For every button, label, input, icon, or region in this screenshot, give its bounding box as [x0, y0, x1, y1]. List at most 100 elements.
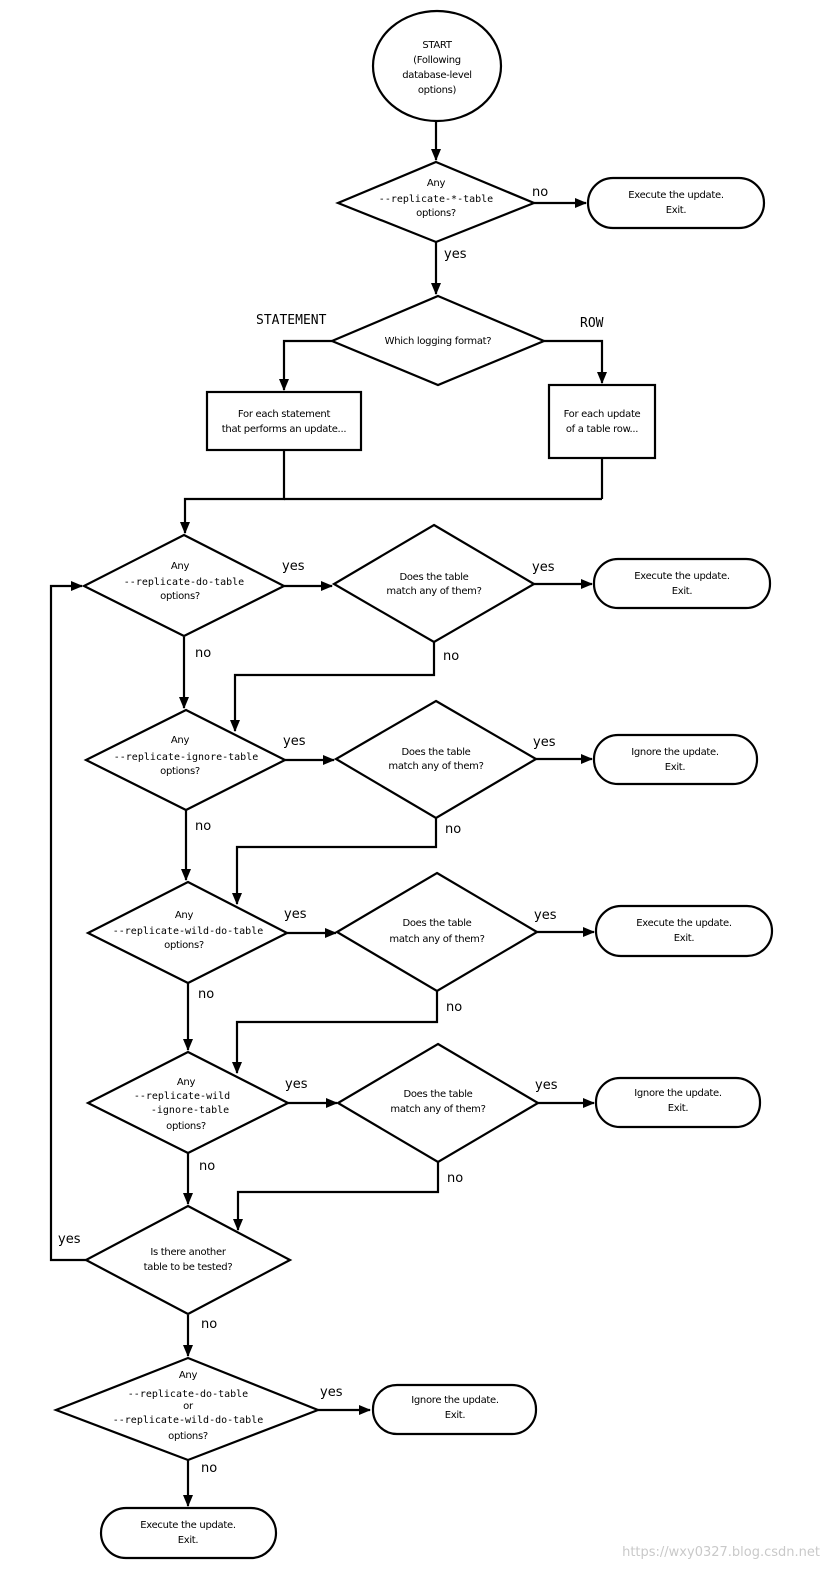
- terminal-execute-update-3: Execute the update. Exit.: [594, 904, 774, 958]
- svg-text:Exit.: Exit.: [668, 1103, 689, 1114]
- decision-any-wild-do-table: Any --replicate-wild-do-table options?: [85, 880, 290, 985]
- svg-text:Execute the update.: Execute the update.: [636, 918, 732, 929]
- svg-text:For each statement: For each statement: [238, 409, 331, 420]
- svg-text:Any: Any: [177, 1077, 196, 1088]
- svg-text:match any of them?: match any of them?: [386, 586, 481, 597]
- svg-text:options?: options?: [160, 591, 200, 602]
- svg-text:Ignore the update.: Ignore the update.: [634, 1088, 722, 1099]
- label-no: no: [199, 1159, 215, 1174]
- terminal-execute-update-2: Execute the update. Exit.: [592, 557, 772, 610]
- svg-text:--replicate-*-table: --replicate-*-table: [379, 194, 493, 205]
- svg-text:match any of them?: match any of them?: [389, 934, 484, 945]
- svg-text:Any: Any: [427, 178, 446, 189]
- label-statement: STATEMENT: [256, 313, 327, 328]
- svg-text:Exit.: Exit.: [178, 1535, 199, 1546]
- decision-match-ignore-table: Does the table match any of them?: [333, 699, 539, 820]
- connectors: [49, 122, 607, 1507]
- svg-text:options?: options?: [160, 766, 200, 777]
- label-no: no: [195, 646, 211, 661]
- label-yes: yes: [284, 907, 307, 922]
- terminal-execute-update-final: Execute the update. Exit.: [99, 1506, 278, 1560]
- svg-text:options): options): [418, 85, 457, 96]
- svg-text:Is there another: Is there another: [150, 1247, 226, 1258]
- svg-text:options?: options?: [416, 208, 456, 219]
- process-for-each-row: For each update of a table row...: [547, 383, 657, 460]
- svg-text:Does the table: Does the table: [403, 1089, 472, 1100]
- svg-text:options?: options?: [168, 1431, 208, 1442]
- label-no: no: [195, 819, 211, 834]
- svg-text:Any: Any: [171, 561, 190, 572]
- label-yes: yes: [285, 1077, 308, 1092]
- svg-text:table to be tested?: table to be tested?: [144, 1262, 233, 1273]
- svg-text:--replicate-do-table: --replicate-do-table: [124, 577, 244, 588]
- svg-text:--replicate-wild-do-table: --replicate-wild-do-table: [113, 1415, 264, 1426]
- decision-logging-format: Which logging format?: [329, 294, 547, 387]
- svg-text:options?: options?: [166, 1121, 206, 1132]
- label-no: no: [201, 1461, 217, 1476]
- label-no: no: [443, 649, 459, 664]
- svg-text:Any: Any: [175, 910, 194, 921]
- svg-text:Exit.: Exit.: [666, 205, 687, 216]
- decision-any-replicate-table: Any --replicate-*-table options?: [335, 160, 537, 244]
- label-yes: yes: [58, 1232, 81, 1247]
- label-yes: yes: [444, 247, 467, 262]
- svg-text:Exit.: Exit.: [674, 933, 695, 944]
- label-no: no: [532, 185, 548, 200]
- svg-text:Exit.: Exit.: [672, 586, 693, 597]
- decision-any-do-or-wild-do: Any --replicate-do-table or --replicate-…: [52, 1356, 322, 1462]
- svg-text:Any: Any: [171, 735, 190, 746]
- terminal-ignore-update-1: Ignore the update. Exit.: [592, 733, 759, 786]
- svg-text:match any of them?: match any of them?: [390, 1104, 485, 1115]
- decision-any-wild-ignore-table: Any --replicate-wild -ignore-table optio…: [85, 1050, 291, 1155]
- svg-text:database-level: database-level: [402, 70, 472, 81]
- label-yes: yes: [532, 560, 555, 575]
- svg-text:Does the table: Does the table: [401, 747, 470, 758]
- label-yes: yes: [320, 1385, 343, 1400]
- label-no: no: [445, 822, 461, 837]
- svg-text:Does the table: Does the table: [399, 572, 468, 583]
- svg-text:(Following: (Following: [413, 55, 461, 66]
- decision-match-wild-do-table: Does the table match any of them?: [334, 871, 540, 993]
- svg-text:Execute the update.: Execute the update.: [628, 190, 724, 201]
- svg-text:Does the table: Does the table: [402, 918, 471, 929]
- label-row: ROW: [580, 316, 604, 331]
- svg-text:Ignore the update.: Ignore the update.: [411, 1395, 499, 1406]
- decision-any-do-table: Any --replicate-do-table options?: [81, 533, 287, 638]
- svg-text:of a table row...: of a table row...: [566, 424, 638, 435]
- svg-text:Execute the update.: Execute the update.: [634, 571, 730, 582]
- svg-text:that performs an update...: that performs an update...: [222, 424, 347, 435]
- decision-any-ignore-table: Any --replicate-ignore-table options?: [83, 708, 288, 812]
- label-no: no: [198, 987, 214, 1002]
- svg-text:options?: options?: [164, 940, 204, 951]
- decision-match-wild-ignore-table: Does the table match any of them?: [335, 1042, 541, 1164]
- decision-another-table: Is there another table to be tested?: [83, 1204, 293, 1316]
- label-yes: yes: [282, 559, 305, 574]
- label-yes: yes: [535, 1078, 558, 1093]
- svg-text:START: START: [422, 40, 453, 51]
- label-no: no: [201, 1317, 217, 1332]
- svg-text:For each update: For each update: [564, 409, 641, 420]
- svg-text:--replicate-ignore-table: --replicate-ignore-table: [114, 752, 259, 763]
- svg-text:Any: Any: [179, 1370, 198, 1381]
- svg-text:match any of them?: match any of them?: [388, 761, 483, 772]
- process-for-each-statement: For each statement that performs an upda…: [205, 390, 363, 452]
- label-no: no: [446, 1000, 462, 1015]
- svg-text:or: or: [183, 1401, 194, 1412]
- terminal-ignore-update-2: Ignore the update. Exit.: [594, 1076, 762, 1129]
- label-yes: yes: [534, 908, 557, 923]
- decision-match-do-table: Does the table match any of them?: [331, 523, 537, 644]
- start-node: START (Following database-level options): [371, 9, 503, 123]
- svg-text:--replicate-wild-do-table: --replicate-wild-do-table: [113, 926, 264, 937]
- svg-text:Exit.: Exit.: [445, 1410, 466, 1421]
- label-yes: yes: [283, 734, 306, 749]
- terminal-ignore-update-3: Ignore the update. Exit.: [371, 1383, 538, 1436]
- svg-text:Execute the update.: Execute the update.: [140, 1520, 236, 1531]
- watermark-text: https://wxy0327.blog.csdn.net: [622, 1545, 820, 1560]
- svg-text:Ignore the update.: Ignore the update.: [631, 747, 719, 758]
- svg-text:--replicate-do-table: --replicate-do-table: [128, 1389, 248, 1400]
- label-yes: yes: [533, 735, 556, 750]
- svg-text:-ignore-table: -ignore-table: [151, 1105, 229, 1116]
- svg-text:Which logging format?: Which logging format?: [385, 336, 492, 347]
- svg-text:--replicate-wild: --replicate-wild: [134, 1091, 230, 1102]
